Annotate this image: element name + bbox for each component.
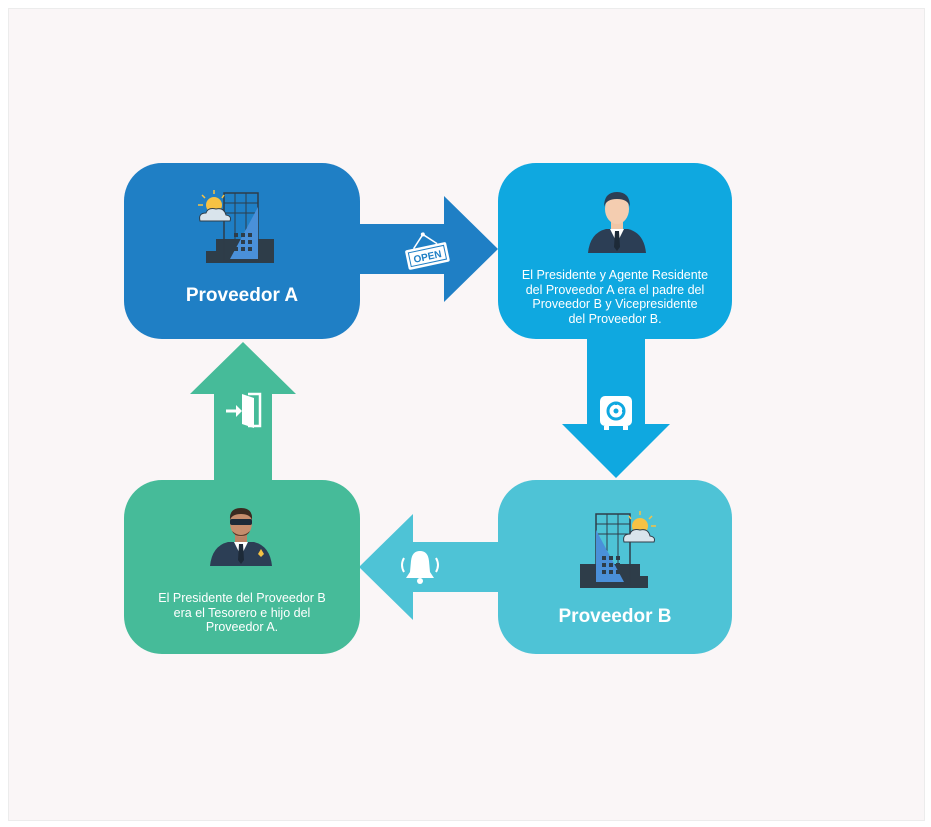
bell-icon xyxy=(401,551,439,584)
open-sign-icon: OPEN xyxy=(405,232,450,270)
diagram-canvas xyxy=(8,8,925,821)
description-line: El Presidente y Agente Residente xyxy=(521,268,709,282)
businessman-icon xyxy=(588,192,646,253)
proveedor-a-title: Proveedor A xyxy=(185,285,299,306)
building-sun-icon xyxy=(580,511,656,588)
node-proveedor-b: Proveedor B xyxy=(498,480,732,654)
safe-icon xyxy=(600,396,632,430)
description-line: del Proveedor B. xyxy=(568,311,662,326)
description-line: era el Tesorero e hijo del xyxy=(173,605,311,620)
node-proveedor-a: Proveedor A xyxy=(124,163,360,339)
bodyguard-icon xyxy=(210,508,272,566)
presidente-agente-description: El Presidente y Agente Residente del Pro… xyxy=(508,268,722,326)
description-line: El Presidente del Proveedor B xyxy=(158,591,326,605)
node-presidente-tesorero: El Presidente del Proveedor B era el Tes… xyxy=(124,480,360,654)
arrow-b-to-treasurer xyxy=(359,514,507,620)
description-line: Proveedor B y Vicepresidente xyxy=(532,297,698,311)
proveedor-b-title: Proveedor B xyxy=(558,606,672,627)
exit-door-icon xyxy=(226,392,262,428)
node-presidente-agente: El Presidente y Agente Residente del Pro… xyxy=(498,163,732,339)
description-line: del Proveedor A era el padre del xyxy=(525,282,705,297)
description-line: Proveedor A. xyxy=(205,620,279,634)
presidente-tesorero-description: El Presidente del Proveedor B era el Tes… xyxy=(134,591,350,635)
building-sun-icon xyxy=(198,190,274,263)
